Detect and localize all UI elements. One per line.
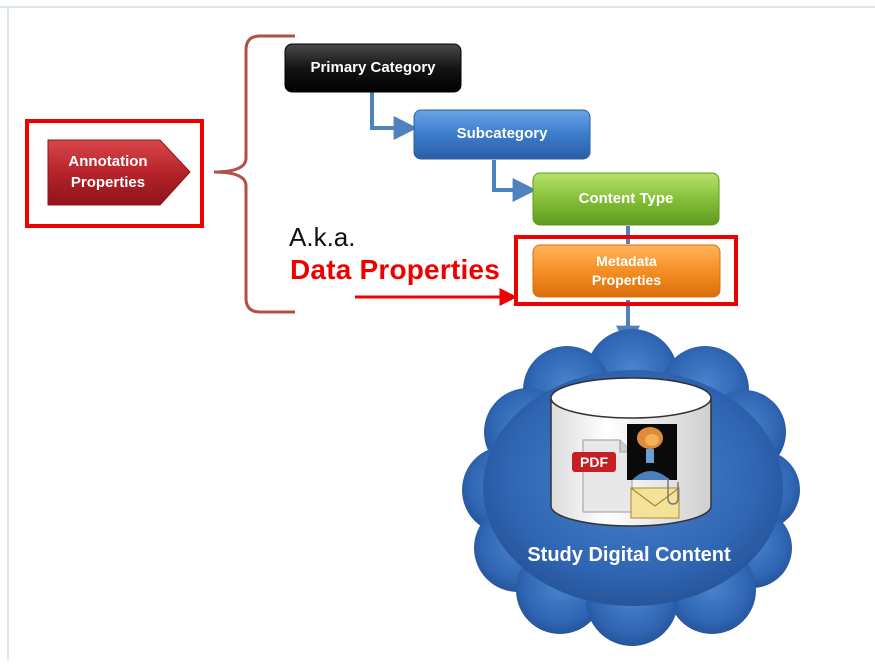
metadata-properties-line1: Metadata xyxy=(596,253,657,270)
pdf-document-icon xyxy=(572,439,633,513)
data-properties-label: Data Properties xyxy=(290,254,500,285)
aka-label: A.k.a. xyxy=(289,222,356,252)
primary-category-box xyxy=(284,43,462,93)
content-type-box xyxy=(532,172,720,226)
connector-sub-to-content xyxy=(492,160,537,202)
annotation-properties-line2: Properties xyxy=(70,173,146,191)
annotation-arrow-shape xyxy=(47,139,191,206)
metadata-properties-box xyxy=(532,244,721,298)
primary-category-label: Primary Category xyxy=(310,58,436,76)
curly-bracket xyxy=(213,34,295,314)
subcategory-label: Subcategory xyxy=(456,125,548,143)
metadata-properties-line2: Properties xyxy=(591,272,662,288)
content-type-label: Content Type xyxy=(578,189,674,207)
annotation-properties-label: Annotation Properties xyxy=(48,140,168,205)
email-envelope-icon xyxy=(630,478,680,519)
annotation-highlight-box xyxy=(25,119,204,228)
subcategory-box xyxy=(413,109,591,160)
metadata-highlight-box xyxy=(514,235,738,306)
annotation-properties-line1: Annotation xyxy=(68,153,148,171)
metadata-properties-label: Metadata Properties xyxy=(533,245,720,297)
pdf-badge-label: PDF xyxy=(580,454,608,470)
study-digital-content-label: Study Digital Content xyxy=(527,544,731,566)
connector-primary-to-sub xyxy=(370,92,418,140)
medical-scan-icon xyxy=(627,424,677,480)
